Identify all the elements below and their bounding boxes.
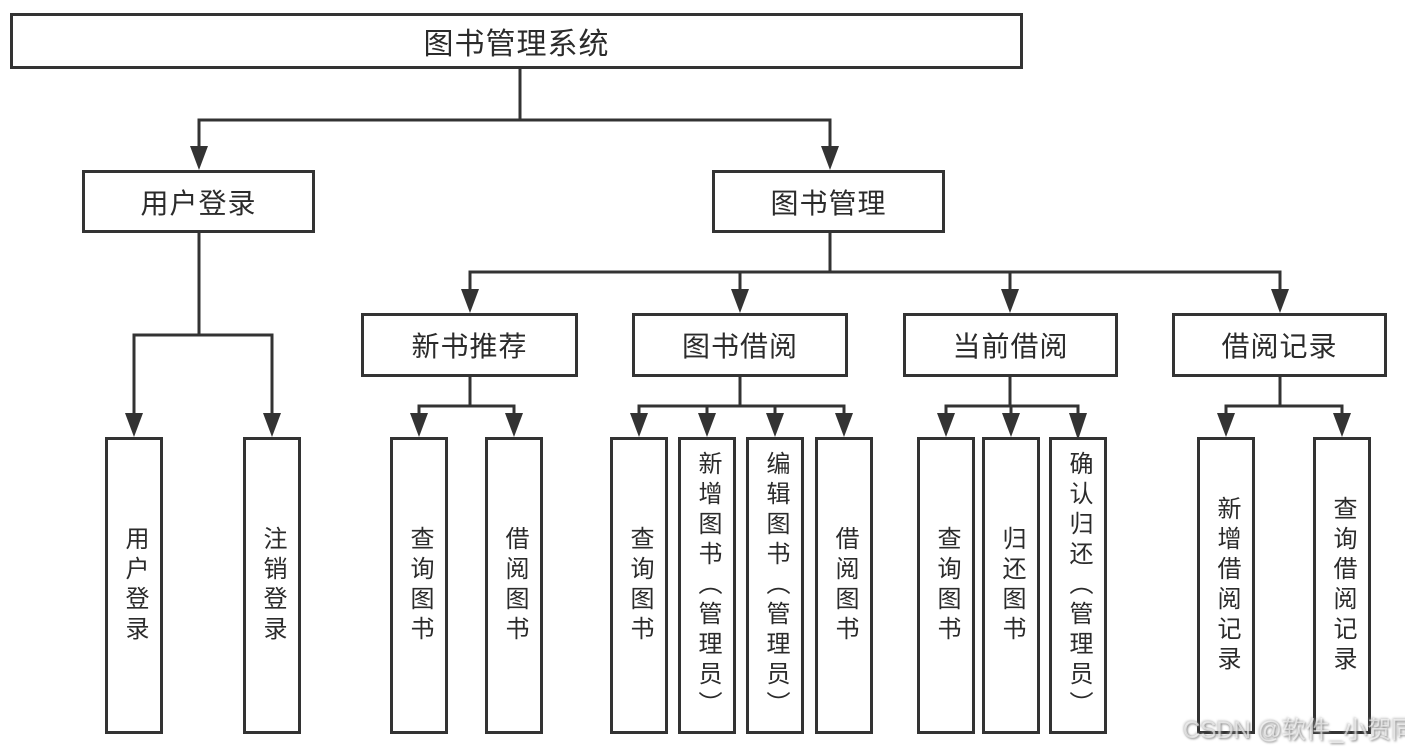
- arrow-icon: [698, 413, 716, 437]
- arrow-icon: [821, 146, 839, 170]
- node-label: 确认归还（管理员）: [1065, 450, 1092, 721]
- node-current-borrowing: 当前借阅: [903, 313, 1118, 377]
- node-label: 图书管理系统: [423, 28, 610, 61]
- node-label: 新增借阅记录: [1213, 495, 1240, 676]
- node-label: 编辑图书（管理员）: [762, 450, 789, 721]
- node-label: 图书管理: [770, 187, 887, 219]
- leaf-add-borrow-record: 新增借阅记录: [1197, 437, 1255, 734]
- connector-root-to-level2: [197, 69, 832, 149]
- arrow-icon: [190, 146, 208, 170]
- node-new-book-recommendation: 新书推荐: [361, 313, 578, 377]
- node-book-management: 图书管理: [712, 170, 945, 233]
- node-label: 用户登录: [140, 187, 257, 219]
- node-label: 查询图书: [933, 525, 960, 646]
- leaf-logout: 注销登录: [243, 437, 301, 734]
- node-label: 新增图书（管理员）: [694, 450, 721, 721]
- node-label: 查询图书: [406, 525, 433, 646]
- arrow-icon: [263, 413, 281, 437]
- node-user-login: 用户登录: [82, 170, 315, 233]
- connector-bookborrow-to-leaves: [637, 377, 846, 416]
- arrow-icon: [125, 413, 143, 437]
- node-label: 当前借阅: [952, 331, 1069, 362]
- arrow-icon: [1069, 413, 1087, 440]
- node-label: 图书借阅: [681, 331, 798, 362]
- node-root: 图书管理系统: [10, 13, 1023, 69]
- arrowheads: [125, 146, 1351, 440]
- connector-newbook-to-leaves: [417, 377, 516, 416]
- arrow-icon: [1333, 413, 1351, 437]
- arrow-icon: [505, 413, 523, 437]
- leaf-query-books: 查询图书: [610, 437, 668, 734]
- leaf-query-books: 查询图书: [917, 437, 975, 734]
- node-label: 新书推荐: [411, 331, 528, 362]
- node-label: 借阅图书: [831, 525, 858, 646]
- leaf-query-books: 查询图书: [390, 437, 448, 734]
- arrow-icon: [461, 289, 479, 313]
- node-book-borrowing: 图书借阅: [632, 313, 848, 377]
- node-label: 查询图书: [626, 525, 653, 646]
- arrow-icon: [1001, 289, 1019, 313]
- leaf-confirm-return-admin: 确认归还（管理员）: [1049, 437, 1107, 734]
- csdn-watermark: CSDN @软件_小贺同学: [1183, 717, 1405, 744]
- node-label: 借阅记录: [1221, 331, 1338, 362]
- leaf-add-books-admin: 新增图书（管理员）: [678, 437, 736, 734]
- arrow-icon: [1217, 413, 1235, 437]
- connector-userlogin-to-leaves: [132, 233, 274, 416]
- arrow-icon: [937, 413, 955, 437]
- leaf-query-borrow-record: 查询借阅记录: [1313, 437, 1371, 734]
- node-label: 借阅图书: [501, 525, 528, 646]
- node-label: 查询借阅记录: [1329, 495, 1356, 676]
- leaf-return-books: 归还图书: [982, 437, 1040, 734]
- node-label: 注销登录: [259, 525, 286, 646]
- arrow-icon: [1271, 289, 1289, 313]
- arrow-icon: [410, 413, 428, 437]
- leaf-borrow-books: 借阅图书: [815, 437, 873, 734]
- leaf-edit-books-admin: 编辑图书（管理员）: [746, 437, 804, 734]
- arrow-icon: [835, 413, 853, 437]
- connector-records-to-leaves: [1224, 377, 1344, 416]
- connector-currentborrow-to-leaves: [944, 377, 1080, 416]
- leaf-user-login: 用户登录: [105, 437, 163, 734]
- arrow-icon: [766, 413, 784, 437]
- arrow-icon: [731, 289, 749, 313]
- arrow-icon: [1002, 413, 1020, 437]
- connector-bookmgmt-to-level3: [468, 233, 1282, 292]
- node-label: 用户登录: [121, 525, 148, 646]
- arrow-icon: [630, 413, 648, 437]
- leaf-borrow-books: 借阅图书: [485, 437, 543, 734]
- node-label: 归还图书: [998, 525, 1025, 646]
- node-borrowing-records: 借阅记录: [1172, 313, 1387, 377]
